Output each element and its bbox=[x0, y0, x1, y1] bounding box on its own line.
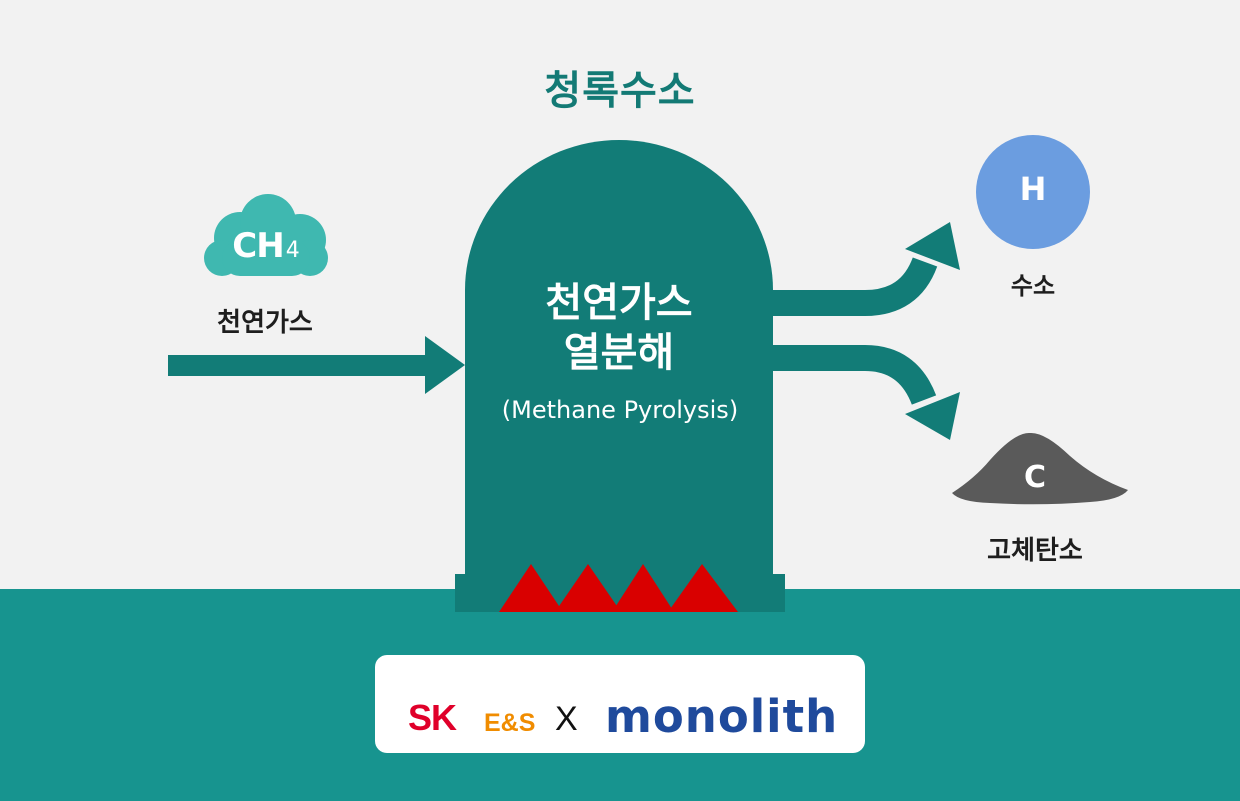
partner-logo-card bbox=[375, 655, 865, 753]
reactor-title: 천연가스 열분해 bbox=[465, 278, 773, 378]
diagram-title: 청록수소 bbox=[544, 68, 696, 114]
carbon-label: 고체탄소 bbox=[987, 536, 1083, 566]
input-arrow bbox=[168, 336, 465, 394]
monolith-logo-text: monolith bbox=[605, 690, 839, 743]
es-logo-text: E&S bbox=[484, 709, 536, 737]
reactor-subtitle: (Methane Pyrolysis) bbox=[501, 396, 739, 424]
methane-cloud-icon bbox=[204, 194, 328, 276]
reactor-title-line2: 열분해 bbox=[563, 330, 675, 376]
reactor-title-line1: 천연가스 bbox=[545, 280, 693, 326]
natural-gas-label: 천연가스 bbox=[217, 308, 313, 338]
carbon-pile-icon bbox=[952, 432, 1128, 505]
hydrogen-symbol: H bbox=[1019, 170, 1047, 208]
hydrogen-atom-icon bbox=[976, 135, 1090, 249]
methane-formula: CH4 bbox=[232, 226, 299, 266]
hydrogen-label: 수소 bbox=[1010, 272, 1056, 300]
carbon-symbol: C bbox=[1023, 460, 1047, 495]
collaboration-separator: X bbox=[555, 700, 578, 738]
sk-logo-text: SK bbox=[408, 697, 457, 738]
flame-icon bbox=[499, 564, 738, 612]
carbon-output-arrow bbox=[770, 345, 960, 440]
hydrogen-output-arrow bbox=[770, 222, 960, 316]
